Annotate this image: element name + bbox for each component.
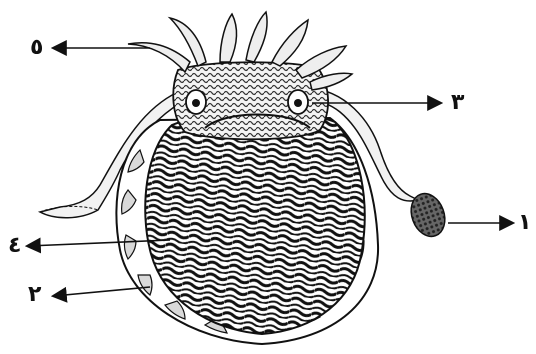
pointer-mantle xyxy=(28,240,170,246)
label-fin: ٢ xyxy=(28,284,41,306)
label-arms: ٥ xyxy=(30,37,43,59)
label-eye: ٣ xyxy=(451,92,464,114)
label-tentacle-club: ١ xyxy=(518,212,531,234)
pointer-fin xyxy=(54,287,150,296)
label-mantle: ٤ xyxy=(8,235,21,257)
